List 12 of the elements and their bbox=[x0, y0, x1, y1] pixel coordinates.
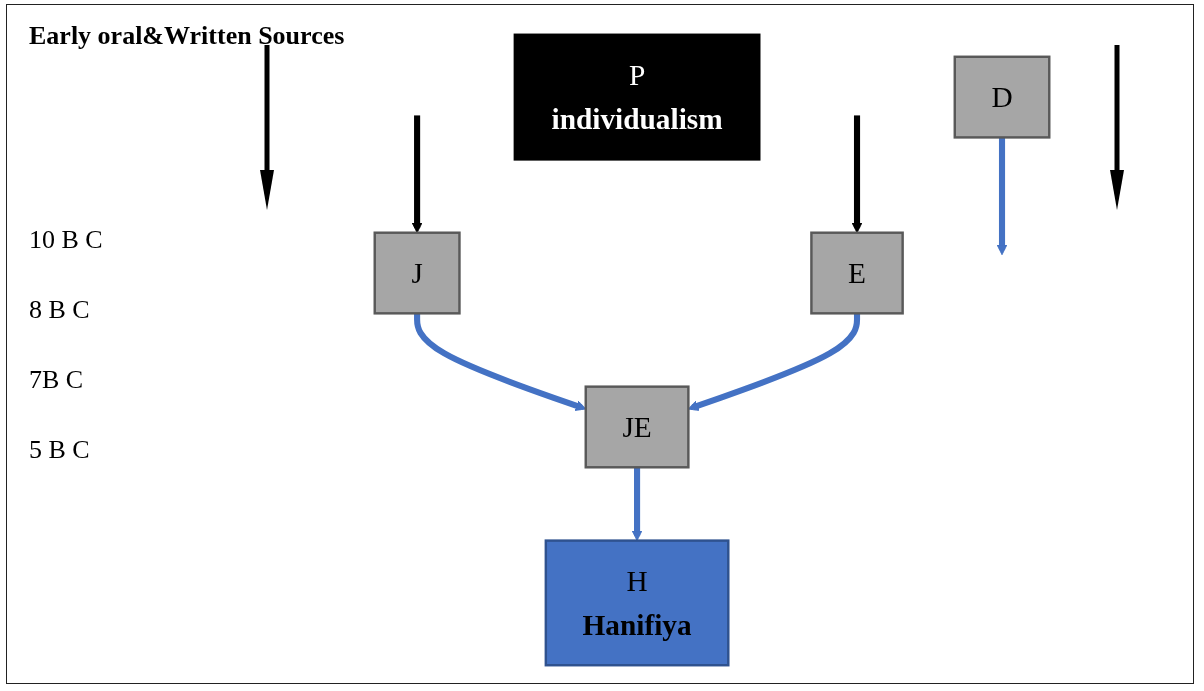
node-box: P individualism bbox=[513, 33, 761, 161]
node-box: J bbox=[373, 231, 461, 315]
date-label: 8 B C bbox=[29, 295, 91, 326]
node-box: JE bbox=[584, 385, 690, 469]
node-box: H Hanifiya bbox=[544, 539, 730, 667]
diagram-title: Early oral&Written Sources bbox=[29, 21, 345, 51]
node-box: D bbox=[953, 55, 1051, 139]
date-label: 10 B C bbox=[29, 225, 104, 256]
date-label: 7B C bbox=[29, 365, 85, 396]
date-label: 5 B C bbox=[29, 435, 91, 466]
arrow bbox=[996, 137, 1008, 256]
node-box: E bbox=[810, 231, 904, 315]
